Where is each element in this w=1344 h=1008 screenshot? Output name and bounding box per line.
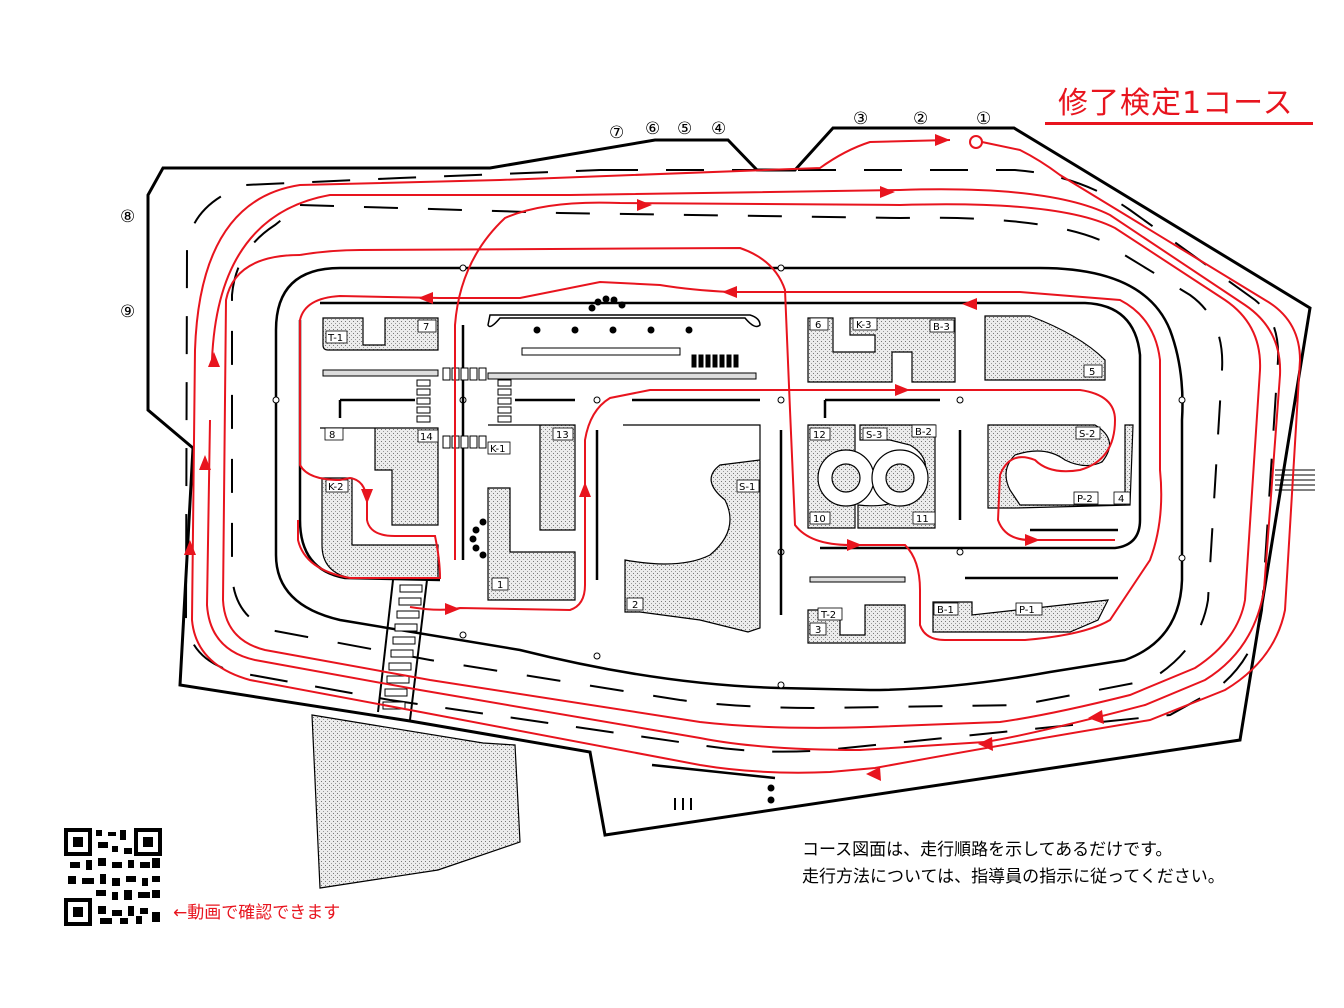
course-title: 修了検定1コース [1058,86,1294,121]
start-marker-5: ⑤ [677,119,692,139]
plot-label-text: T-1 7 6 K-3 B-3 5 8 14 K-1 13 S-1 12 S-3… [327,320,1124,636]
video-link-caption[interactable]: ←動画で確認できます [173,903,341,923]
crosswalk-rails [377,579,692,810]
plot-label-4: 4 [1118,494,1124,505]
plot-label-2: 2 [632,600,638,611]
ring-posts [272,264,1186,689]
plot-label-b1: B-1 [937,605,954,616]
route-arrows [184,134,1104,781]
note-line-1: コース図面は、走行順路を示してあるだけです。 [802,840,1173,860]
start-marker-6: ⑥ [645,119,660,139]
plot-label-k1: K-1 [490,444,505,455]
plot-labels [324,317,1131,636]
start-point [969,135,983,149]
inner-boundary [274,266,1184,692]
plot-label-b3: B-3 [933,322,950,333]
start-marker-2: ② [913,109,928,129]
start-marker-9: ⑨ [120,302,135,322]
start-marker-8: ⑧ [120,207,135,227]
plots [311,315,1134,889]
figure-eight [817,449,929,507]
parking-lot [311,714,521,889]
qr-code-icon [64,828,162,926]
plot-label-p1: P-1 [1019,605,1035,616]
plot-label-10: 10 [813,514,826,525]
plot-label-s2: S-2 [1079,429,1095,440]
start-marker-1: ① [976,109,991,129]
plot-label-11: 11 [916,514,929,525]
outer-lane-dashes [184,169,1280,753]
start-markers: ① ② ③ ④ ⑤ ⑥ ⑦ ⑧ ⑨ [120,109,991,322]
crosswalks [382,354,1315,710]
plot-label-k2: K-2 [328,482,343,493]
plot-label-8: 8 [329,430,335,441]
plot-label-7: 7 [423,322,429,333]
driving-route [190,139,1302,774]
plot-label-t2: T-2 [820,610,836,621]
plot-label-s1: S-1 [739,482,755,493]
plot-label-1: 1 [497,580,503,591]
plot-label-6: 6 [815,320,821,331]
start-marker-3: ③ [853,109,868,129]
plot-label-k3: K-3 [856,320,871,331]
inner-lane-dashes [231,203,1224,710]
plot-label-12: 12 [813,430,826,441]
start-marker-7: ⑦ [609,123,624,143]
title-underline [1045,122,1313,125]
plot-label-14: 14 [420,432,433,443]
plot-label-p2: P-2 [1077,494,1093,505]
plot-label-s3: S-3 [866,430,882,441]
start-marker-4: ④ [711,119,726,139]
plot-label-5: 5 [1089,367,1095,378]
plot-label-b2: B-2 [915,427,932,438]
plot-label-t1: T-1 [327,333,343,344]
plot-label-3: 3 [815,625,821,636]
note-line-2: 走行方法については、指導員の指示に従ってください。 [802,867,1225,887]
pylons [469,295,775,804]
plot-label-13: 13 [556,430,569,441]
center-platform [322,314,906,583]
